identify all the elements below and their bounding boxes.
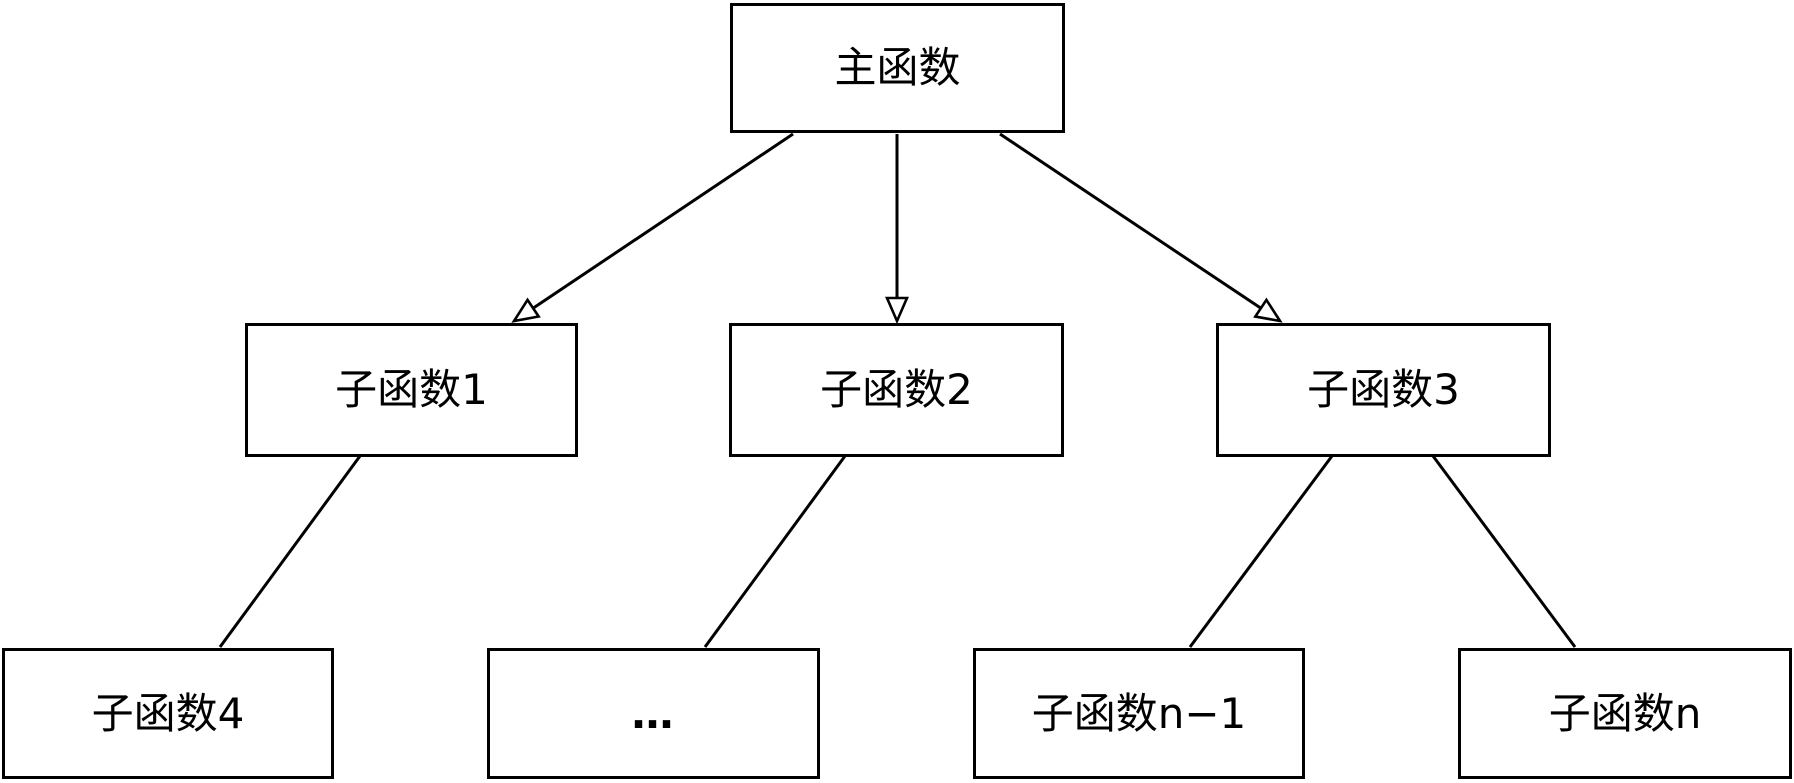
node-ellipsis-label: … bbox=[631, 688, 676, 738]
node-main-function: 主函数 bbox=[730, 3, 1065, 133]
node-main-function-label: 主函数 bbox=[834, 43, 961, 92]
edge-sub1-to-sub4 bbox=[218, 455, 362, 648]
node-sub-function-1: 子函数1 bbox=[245, 323, 578, 457]
node-sub-function-4-label: 子函数4 bbox=[91, 688, 245, 738]
node-sub-function-2: 子函数2 bbox=[729, 323, 1064, 457]
node-sub-function-3-label: 子函数3 bbox=[1307, 365, 1460, 414]
node-sub-function-n: 子函数n bbox=[1458, 648, 1792, 779]
node-sub-function-n-label: 子函数n bbox=[1548, 688, 1702, 738]
edge-main-to-sub1 bbox=[511, 132, 794, 323]
node-sub-function-2-label: 子函数2 bbox=[820, 365, 973, 414]
node-sub-function-1-label: 子函数1 bbox=[335, 365, 488, 414]
edge-sub3-to-sub-n bbox=[1431, 455, 1577, 648]
edge-sub3-to-sub-n-minus bbox=[1188, 455, 1334, 648]
node-sub-function-n-minus-1: 子函数n−1 bbox=[973, 648, 1305, 779]
node-sub-function-4: 子函数4 bbox=[2, 648, 334, 779]
edge-main-to-sub3 bbox=[999, 132, 1283, 323]
node-sub-function-n-minus-1-label: 子函数n−1 bbox=[1031, 688, 1247, 738]
node-sub-function-3: 子函数3 bbox=[1216, 323, 1551, 457]
edge-sub2-to-dots bbox=[703, 455, 847, 648]
node-ellipsis: … bbox=[487, 648, 820, 779]
